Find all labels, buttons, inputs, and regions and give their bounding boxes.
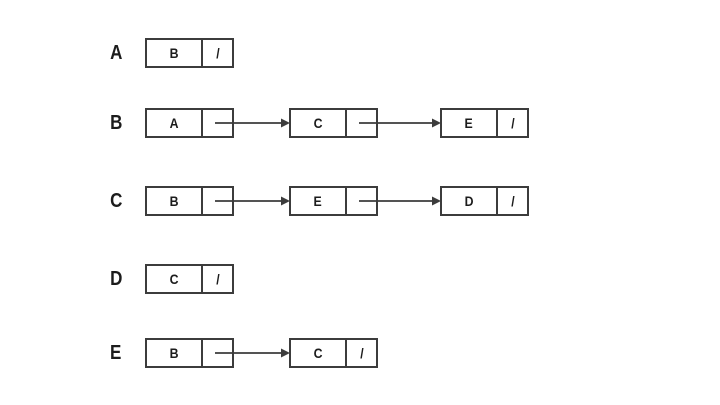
list-head-label-text: E <box>110 341 122 364</box>
node-data-text: C <box>313 115 323 131</box>
node-data-cell: C <box>291 340 345 366</box>
node-data-cell: E <box>291 188 345 214</box>
node-next-cell <box>201 188 232 214</box>
node-data-cell: B <box>147 40 201 66</box>
list-head-label: B <box>102 108 130 138</box>
list-head-label: A <box>102 38 130 68</box>
node-data-text: B <box>169 193 179 209</box>
node-data-text: E <box>313 193 323 209</box>
node-data-text: A <box>169 115 179 131</box>
node-data-cell: D <box>442 188 496 214</box>
null-pointer-symbol: / <box>359 345 364 361</box>
node-data-cell: C <box>291 110 345 136</box>
next-pointer-arrow <box>215 196 290 206</box>
node-next-cell: / <box>496 110 527 136</box>
node-next-cell <box>345 110 376 136</box>
node-data-cell: E <box>442 110 496 136</box>
list-head-label: D <box>102 264 130 294</box>
node-data-text: D <box>464 193 474 209</box>
list-head-label: E <box>102 338 130 368</box>
next-pointer-arrow <box>359 196 441 206</box>
node-data-text: C <box>313 345 323 361</box>
null-pointer-symbol: / <box>215 45 220 61</box>
list-head-label-text: A <box>109 41 123 64</box>
next-pointer-arrow <box>215 348 290 358</box>
list-node: C / <box>145 264 234 294</box>
node-data-cell: A <box>147 110 201 136</box>
list-node: D / <box>440 186 529 216</box>
node-data-text: E <box>464 115 474 131</box>
node-next-cell <box>201 110 232 136</box>
node-data-text: B <box>169 345 179 361</box>
node-next-cell: / <box>345 340 376 366</box>
node-data-text: B <box>169 45 179 61</box>
node-data-cell: C <box>147 266 201 292</box>
node-next-cell: / <box>496 188 527 214</box>
node-next-cell: / <box>201 266 232 292</box>
node-data-cell: B <box>147 188 201 214</box>
list-node: C / <box>289 338 378 368</box>
list-head-label-text: D <box>109 267 123 290</box>
list-head-label: C <box>102 186 130 216</box>
node-next-cell: / <box>201 40 232 66</box>
null-pointer-symbol: / <box>215 271 220 287</box>
null-pointer-symbol: / <box>510 193 515 209</box>
list-node: E / <box>440 108 529 138</box>
node-next-cell <box>201 340 232 366</box>
list-node: B / <box>145 38 234 68</box>
next-pointer-arrow <box>359 118 441 128</box>
list-head-label-text: C <box>109 189 123 212</box>
node-data-cell: B <box>147 340 201 366</box>
node-data-text: C <box>169 271 179 287</box>
next-pointer-arrow <box>215 118 290 128</box>
null-pointer-symbol: / <box>510 115 515 131</box>
list-head-label-text: B <box>109 111 123 134</box>
node-next-cell <box>345 188 376 214</box>
